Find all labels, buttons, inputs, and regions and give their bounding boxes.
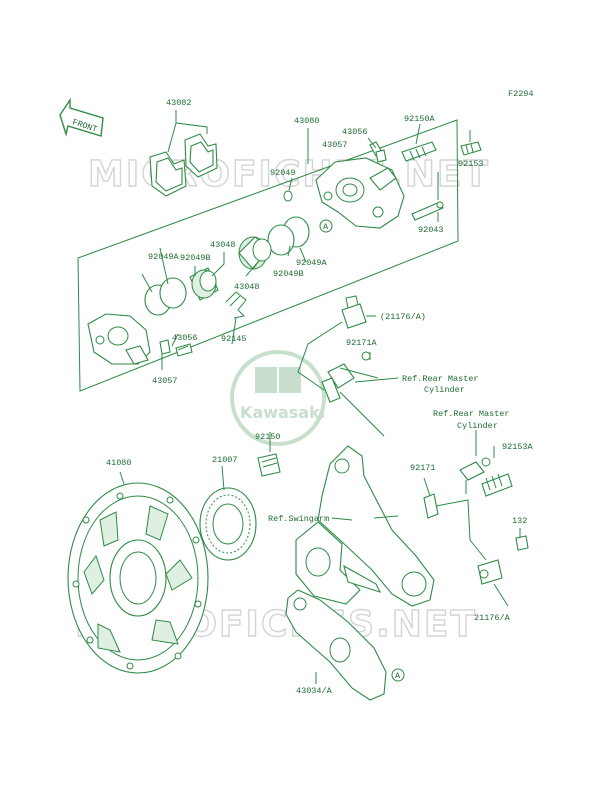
label-92171: 92171 (410, 463, 436, 473)
o-ring-92049 (283, 190, 293, 202)
callout-a-markers: A A (319, 219, 405, 682)
ref-master-cylinder-2-line2: Cylinder (457, 421, 498, 431)
swingarm-leader (331, 517, 353, 521)
master-cylinder-bracket (423, 430, 513, 561)
bleeder-valve-top (369, 141, 387, 163)
ref-master-cylinder-1-line2: Cylinder (424, 385, 465, 395)
caliper-body-right (315, 157, 405, 229)
label-92049b-right: 92049B (273, 269, 304, 279)
leader-lines-caliper (141, 123, 471, 370)
bolt-92150 (257, 432, 281, 477)
label-21176a-bottom: 21176/A (474, 613, 511, 623)
ref-master-cylinder-1-line1: Ref.Rear Master (402, 374, 479, 384)
callout-a-1: A (323, 222, 329, 232)
connector-top (297, 295, 376, 391)
callout-a-2: A (395, 671, 401, 681)
pin-92043 (411, 201, 444, 221)
brake-pads (149, 110, 218, 197)
kawasaki-logo: Kawasaki (230, 350, 326, 446)
label-92043: 92043 (418, 225, 444, 235)
front-arrow-icon: FRONT (59, 97, 104, 137)
label-92150a: 92150A (404, 114, 436, 124)
caliper-bracket-arm (295, 445, 435, 607)
label-21007: 21007 (212, 455, 238, 465)
label-92145: 92145 (221, 334, 247, 344)
connector-bottom (477, 528, 529, 607)
label-43048-top: 43048 (210, 240, 236, 250)
pistons-left (144, 267, 219, 316)
label-43056-top: 43056 (342, 127, 368, 137)
label-92153a: 92153A (502, 442, 534, 452)
abs-sensor-rear (321, 351, 399, 437)
label-132: 132 (512, 516, 527, 526)
sensor-ring (199, 465, 257, 561)
brake-disc (67, 471, 209, 674)
label-92049: 92049 (270, 168, 296, 178)
ref-master-cylinder-2-line1: Ref.Rear Master (433, 409, 510, 419)
label-92150: 92150 (255, 432, 281, 442)
label-92049a-right: 92049A (296, 258, 328, 268)
spring-92145 (225, 291, 247, 319)
reference-labels: Ref.Rear Master Cylinder Ref.Rear Master… (268, 374, 510, 524)
label-41080: 41080 (106, 458, 132, 468)
label-43082: 43082 (166, 98, 192, 108)
label-92153: 92153 (458, 159, 484, 169)
ref-swingarm: Ref.Swingarm (268, 514, 329, 524)
pistons-right (238, 216, 310, 270)
caliper-mount-bracket (285, 589, 387, 701)
label-92049b-left: 92049B (180, 253, 211, 263)
pin-92153 (460, 141, 482, 156)
label-92049a-left: 92049A (148, 252, 180, 262)
caliper-body-left (87, 313, 193, 365)
label-43057-bottom: 43057 (152, 376, 178, 386)
label-43048-bottom: 43048 (234, 282, 260, 292)
bolt-92150a (401, 141, 437, 162)
label-43057-top: 43057 (322, 140, 348, 150)
label-43080: 43080 (294, 116, 320, 126)
figure-code: F2294 (508, 89, 534, 99)
kawasaki-logo-text: Kawasaki (240, 403, 325, 422)
part-labels: 43082 43080 43056 92150A 43057 92049 921… (106, 98, 534, 696)
label-21176a-top: (21176/A) (380, 312, 426, 322)
label-92171a: 92171A (346, 338, 378, 348)
label-43056-bottom: 43056 (172, 333, 198, 343)
label-43034a: 43034/A (296, 686, 333, 696)
